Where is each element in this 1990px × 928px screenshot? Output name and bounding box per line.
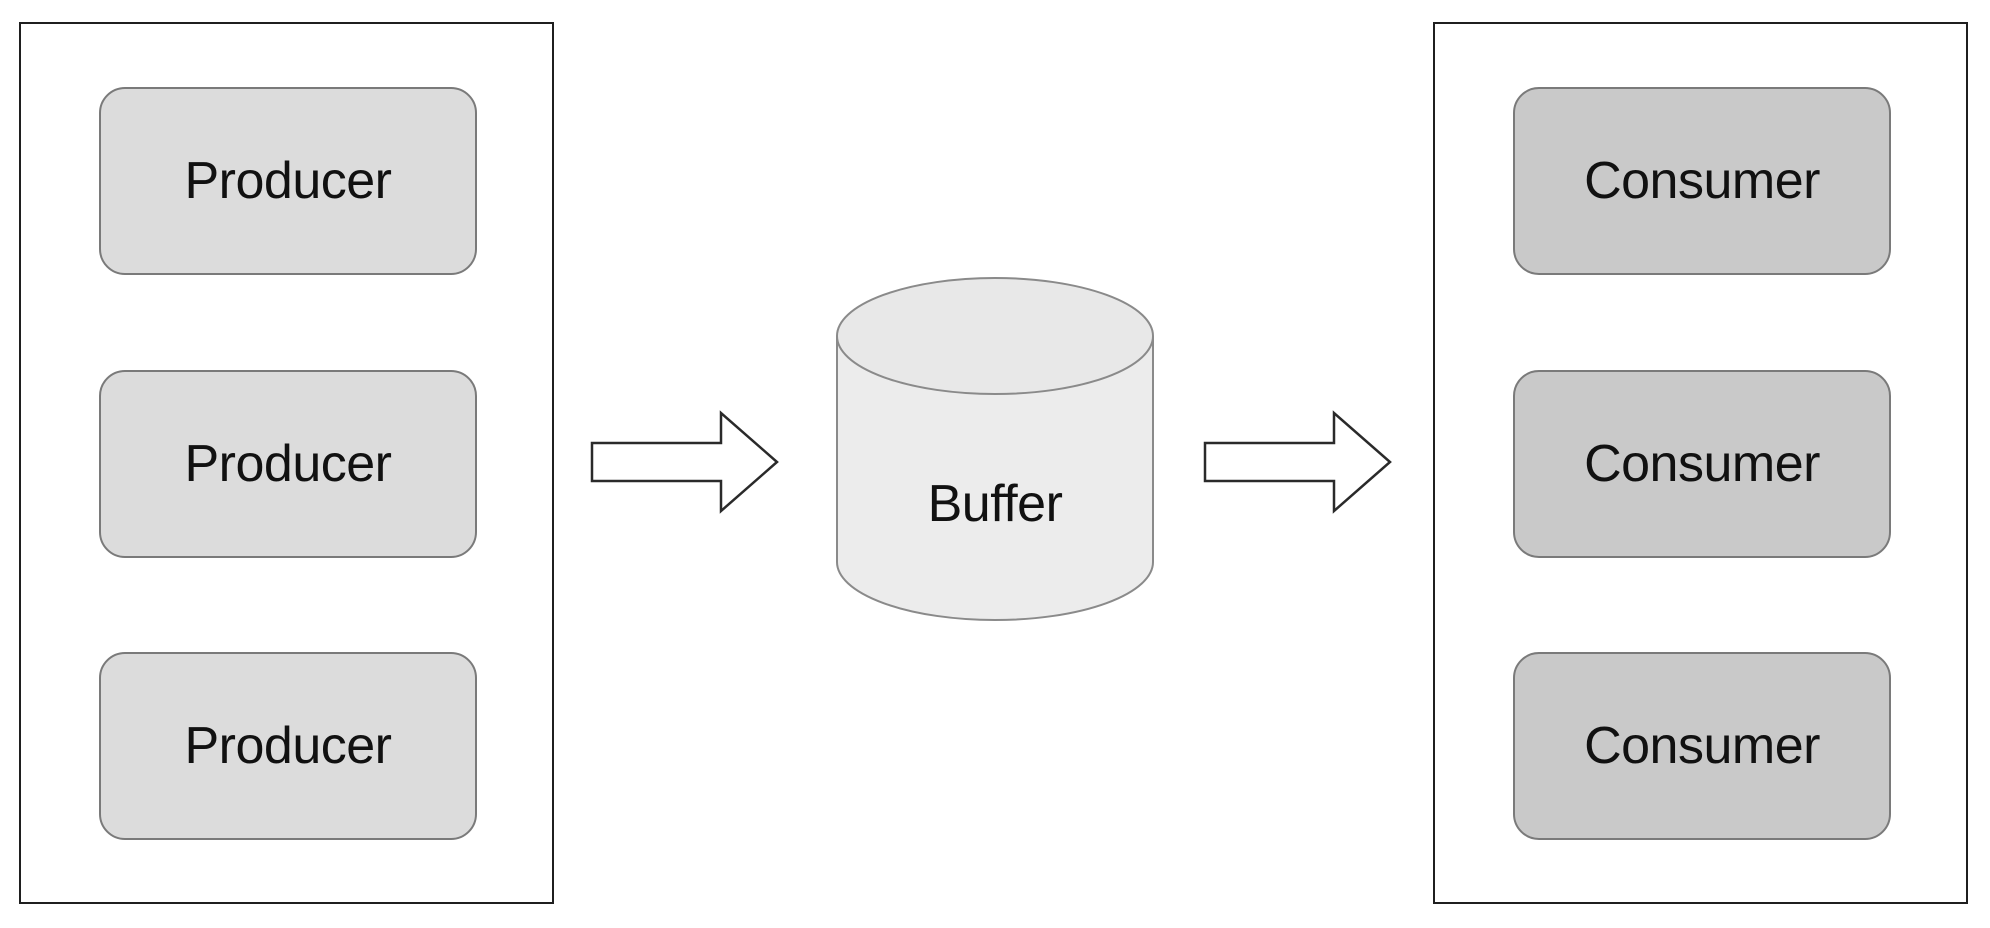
consumer-group: Consumer Consumer Consumer <box>1433 22 1968 904</box>
consumer-node: Consumer <box>1513 370 1891 558</box>
cylinder-icon <box>836 277 1154 621</box>
producer-group: Producer Producer Producer <box>19 22 554 904</box>
right-arrow-icon <box>1203 410 1392 514</box>
producer-node: Producer <box>99 652 477 840</box>
buffer-node: Buffer <box>834 274 1156 624</box>
consumer-node: Consumer <box>1513 87 1891 275</box>
producer-node: Producer <box>99 87 477 275</box>
buffer-label: Buffer <box>927 475 1063 533</box>
consumer-node: Consumer <box>1513 652 1891 840</box>
right-arrow-icon <box>590 410 779 514</box>
producer-node: Producer <box>99 370 477 558</box>
